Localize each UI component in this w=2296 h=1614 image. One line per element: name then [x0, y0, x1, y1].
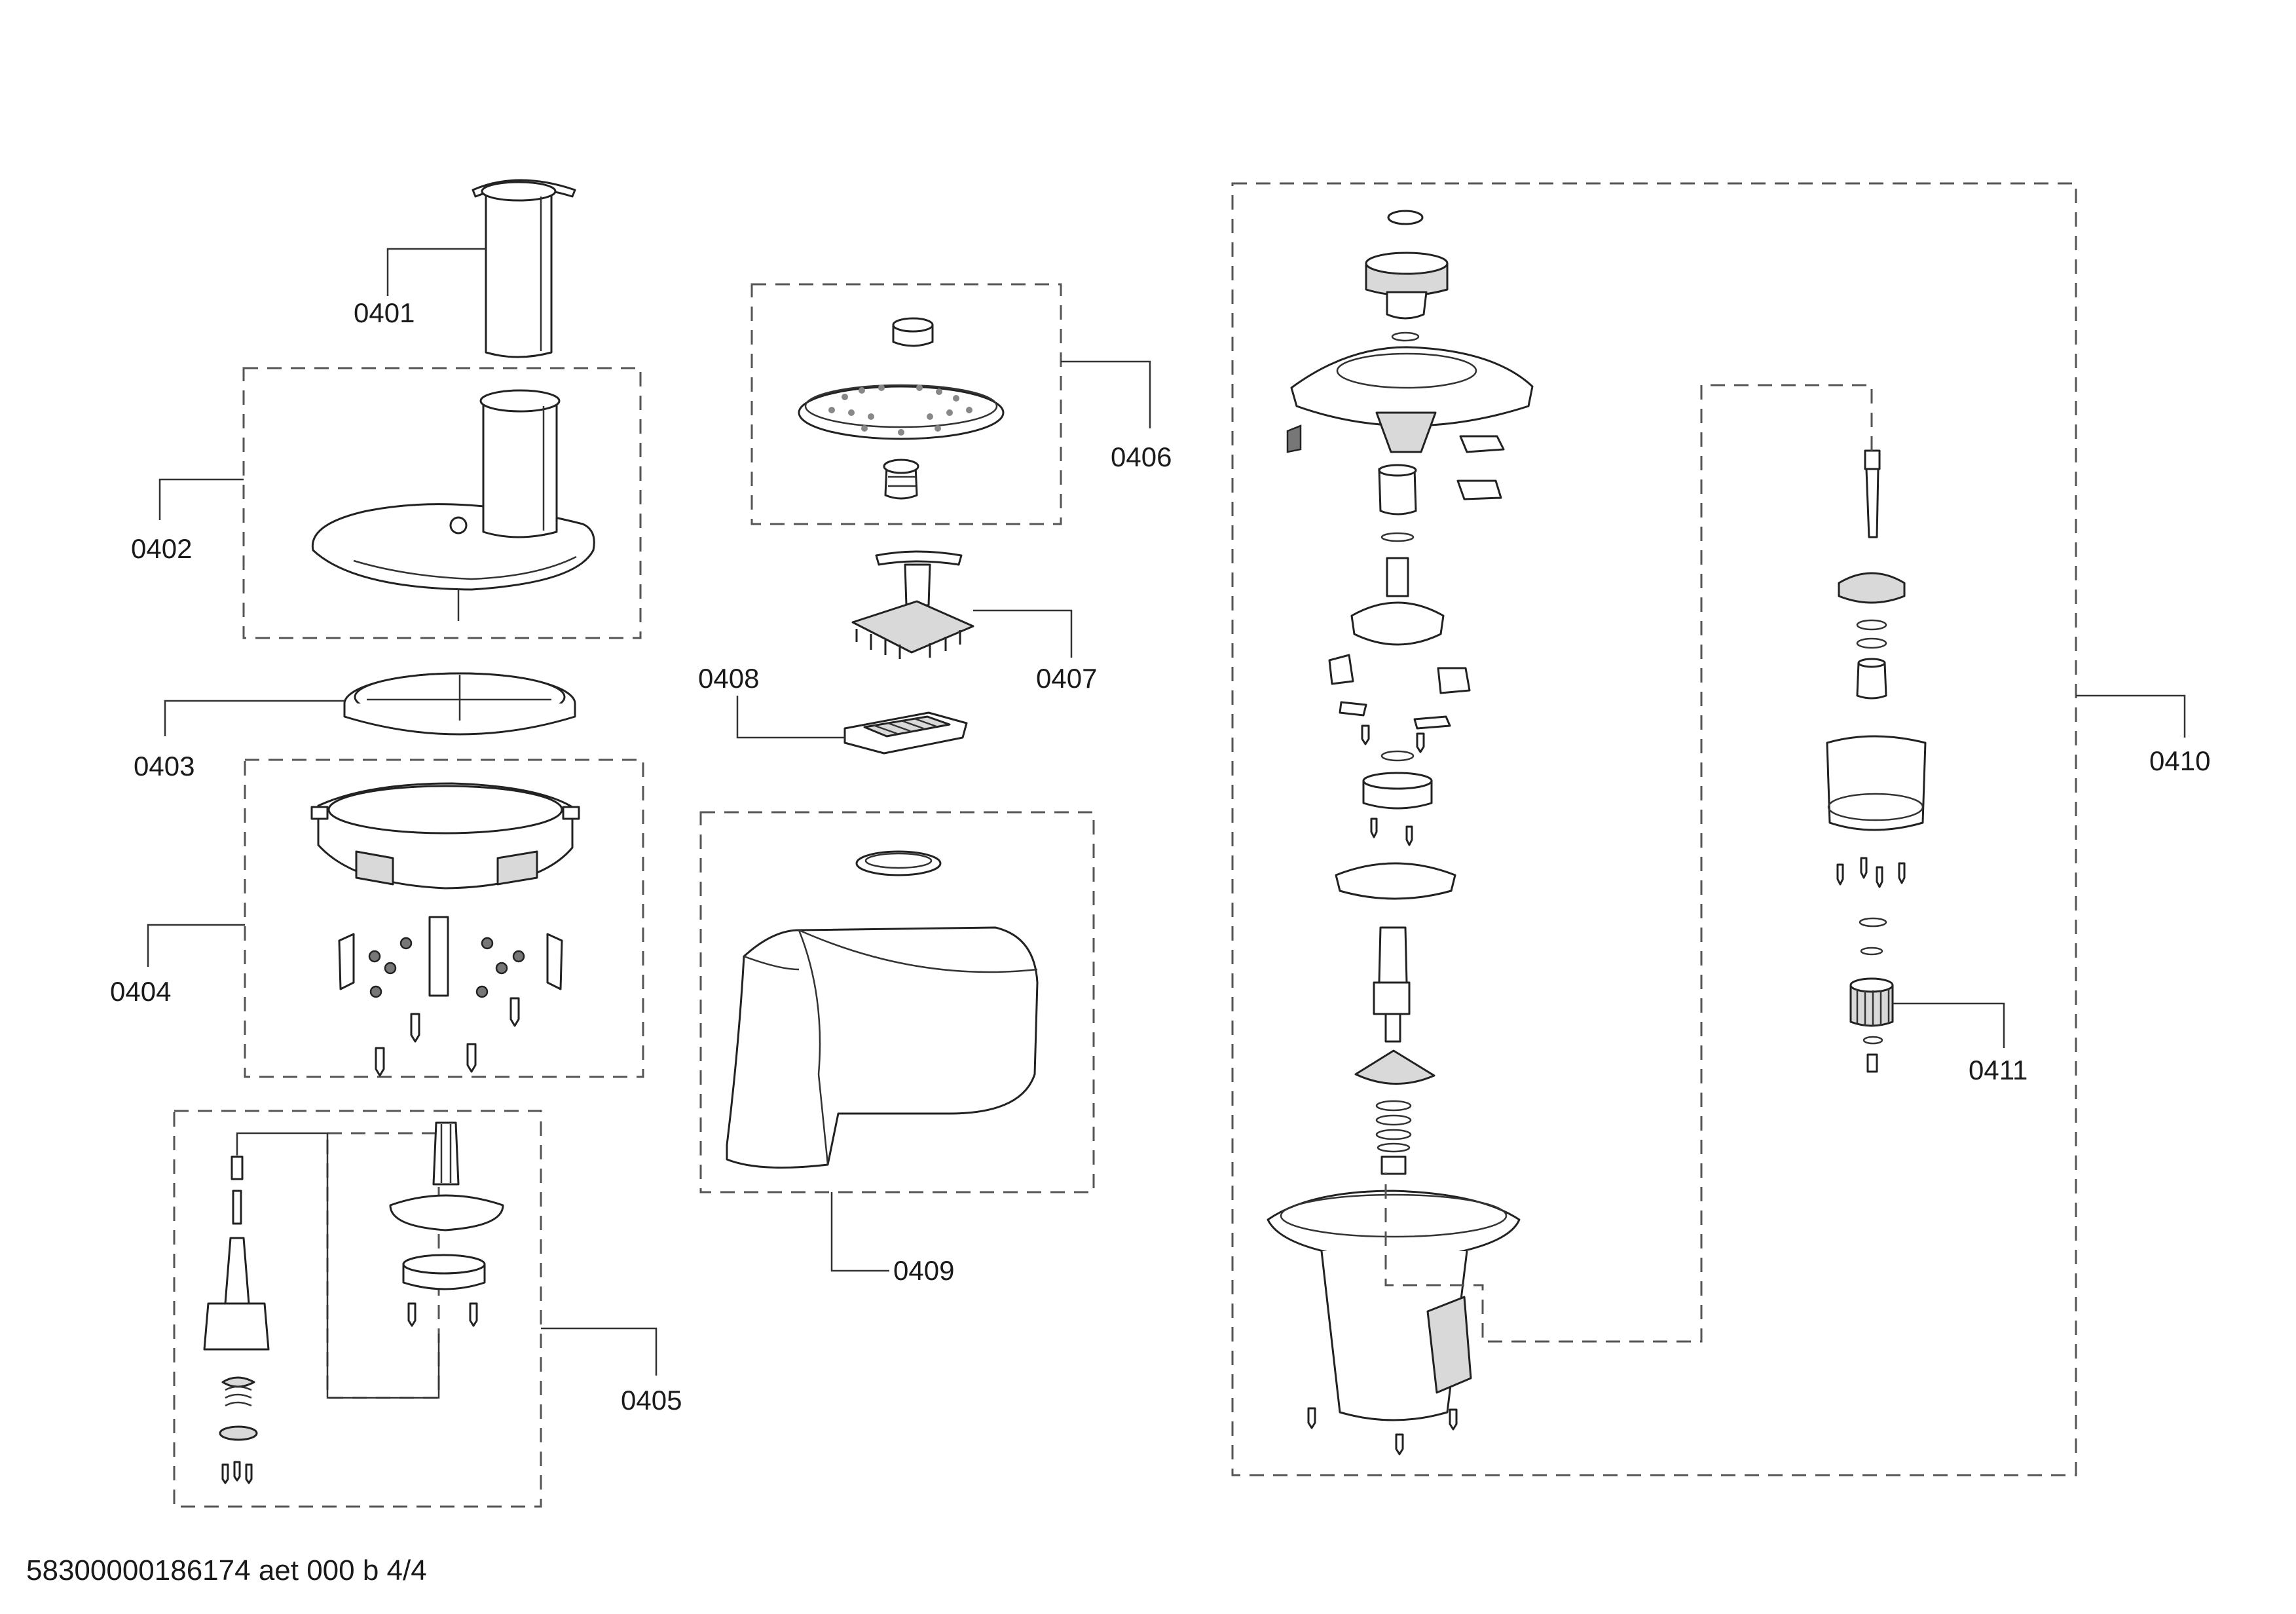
leader-0405-sub: [236, 1132, 440, 1399]
callout-0404: 0404: [110, 976, 171, 1007]
callout-0408: 0408: [698, 663, 759, 694]
callout-0407: 0407: [1036, 663, 1097, 694]
group-box-0406: [750, 283, 1062, 525]
part-0405-drive: [203, 1121, 504, 1484]
part-0410-column: [1267, 210, 1534, 1455]
part-0401-feed-tube: [472, 179, 576, 358]
part-0406-disc: [798, 317, 1005, 500]
leader-0408: [736, 696, 845, 739]
part-0409-bowl: [726, 850, 1039, 1169]
part-0407-pusher: [851, 550, 974, 659]
part-0404-base: [310, 782, 580, 890]
leader-0407: [973, 609, 1073, 658]
leader-0406: [1061, 360, 1151, 428]
leader-0410: [2076, 694, 2186, 738]
callout-0411: 0411: [1969, 1055, 2028, 1085]
group-box-0404: [244, 759, 644, 1078]
group-box-0405: [173, 1110, 542, 1508]
callout-0403: 0403: [134, 751, 194, 781]
part-0411-gear: [1849, 977, 1894, 1073]
callout-0402: 0402: [131, 533, 192, 564]
group-box-0402: [242, 367, 642, 639]
part-0404-clips: [338, 916, 563, 1077]
part-0410-gear-stack: [1826, 449, 1927, 956]
leader-0404: [147, 924, 245, 967]
leader-0405: [541, 1327, 657, 1376]
callout-0401: 0401: [354, 297, 415, 328]
part-0403-ring: [343, 672, 576, 736]
leader-0410-sub: [1384, 384, 1873, 1343]
part-0408-grid: [843, 711, 968, 755]
group-box-0410: [1231, 182, 2077, 1476]
leader-0409: [830, 1192, 889, 1272]
leader-0403: [164, 700, 344, 736]
group-box-0409: [699, 811, 1095, 1193]
leader-0411: [1893, 1002, 2005, 1048]
callout-0410: 0410: [2149, 745, 2210, 776]
part-0402-lid: [311, 389, 595, 621]
callout-0409: 0409: [893, 1255, 954, 1286]
callout-0405: 0405: [621, 1385, 682, 1416]
leader-0402: [158, 478, 244, 520]
callout-0406: 0406: [1111, 441, 1172, 472]
leader-0401: [386, 248, 486, 296]
drawing-reference-footer: 58300000186174 aet 000 b 4/4: [26, 1554, 427, 1586]
